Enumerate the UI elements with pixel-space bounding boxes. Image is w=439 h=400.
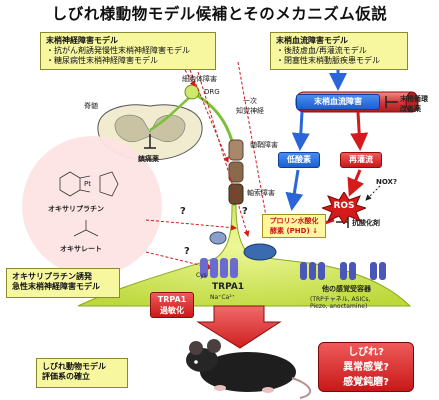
other-receptors: [300, 262, 386, 280]
nox-label: NOX?: [376, 178, 398, 186]
cell-body-damage-label: 細胞体障害: [182, 75, 217, 83]
cys-label: Cys: [196, 272, 207, 279]
oxaliplatin-label: オキサリプラチン: [48, 205, 104, 213]
oxaliplatin-structure: [59, 171, 119, 197]
other-receptors-detail: (TRPチャネル, ASICs, Piezo, anoctamine): [310, 296, 371, 310]
svg-text:Pt: Pt: [84, 180, 91, 188]
oxaliplatin-model-line1: オキサリプラチン誘発: [12, 272, 92, 281]
evaluation-line1: しびれ動物モデル: [42, 362, 106, 371]
neuropathy-model-heading: 末梢神経障害モデル: [46, 36, 118, 45]
reperfusion-node: 再灌流: [340, 152, 382, 168]
oxalate-label: オキサレート: [60, 245, 102, 253]
symptoms-box: しびれ? 異常感覚? 感覚鈍磨?: [318, 342, 414, 392]
symptom-numbness: しびれ?: [348, 347, 384, 358]
spinal-cord-label: 脊髄: [84, 102, 98, 110]
oxaliplatin-model-box: オキサリプラチン誘発 急性末梢神経障害モデル: [6, 268, 120, 298]
phd-line2: 酵素 (PHD) ↓: [270, 227, 318, 235]
ros-burst: [322, 192, 366, 224]
other-receptors-title: 他の感覚受容器: [322, 285, 371, 293]
question-mark: ?: [184, 246, 190, 257]
symptom-hypoesthesia: 感覚鈍磨?: [343, 377, 389, 388]
ion-label: Na⁺Ca²⁺: [210, 294, 235, 301]
neuropathy-model-item: ・抗がん剤誘発慢性末梢神経障害モデル: [46, 46, 190, 55]
trpa1-channel: [200, 258, 238, 278]
question-mark: ?: [180, 206, 186, 217]
antioxidant-label: 抗酸化剤: [352, 219, 380, 227]
neuropathy-model-item: ・糖尿病性末梢神経障害モデル: [46, 56, 158, 65]
blood-flow-model-box: 末梢血流障害モデル ・後肢虚血/再灌流モデル ・閉塞性末梢動脈疾患モデル: [270, 32, 408, 70]
question-mark: ?: [242, 206, 248, 217]
oxaliplatin-model-line2: 急性末梢神経障害モデル: [12, 282, 100, 291]
blood-flow-model-item: ・後肢虚血/再灌流モデル: [276, 46, 367, 55]
myelin-segments: [228, 139, 244, 205]
drg-label: DRG: [204, 88, 220, 96]
primary-afferent-label: 一次 知覚神経: [236, 97, 264, 115]
ros-label: ROS: [333, 201, 355, 211]
oxalate-structure: [73, 220, 99, 237]
analgesic-label: 鎮痛薬: [138, 155, 159, 163]
phd-line1: プロリン水酸化: [269, 217, 319, 225]
neuropathy-model-box: 末梢神経障害モデル ・抗がん剤誘発慢性末梢神経障害モデル ・糖尿病性末梢神経障害…: [40, 32, 216, 70]
axon-damage-label: 軸索障害: [247, 189, 275, 197]
trpa1-label: TRPA1: [212, 282, 245, 292]
circulation-drug-label: 末梢循環 改善薬: [400, 95, 428, 113]
blood-flow-disorder-node: 末梢血流障害: [296, 94, 380, 110]
phd-box: プロリン水酸化 酵素 (PHD) ↓: [262, 214, 326, 238]
trpa1-sensitization-node: TRPA1 過敏化: [150, 292, 194, 318]
blood-flow-model-heading: 末梢血流障害モデル: [276, 36, 348, 45]
blood-flow-model-item: ・閉塞性末梢動脈疾患モデル: [276, 56, 380, 65]
evaluation-line2: 評価系の確立: [42, 372, 90, 381]
symptom-dysesthesia: 異常感覚?: [343, 362, 389, 373]
hypoxia-node: 低酸素: [278, 152, 320, 168]
mouse-illustration: [186, 339, 312, 399]
evaluation-box: しびれ動物モデル 評価系の確立: [36, 358, 128, 388]
myelin-damage-label: 髄鞘障害: [250, 141, 278, 149]
page-title: しびれ様動物モデル候補とそのメカニズム仮説: [51, 5, 388, 23]
